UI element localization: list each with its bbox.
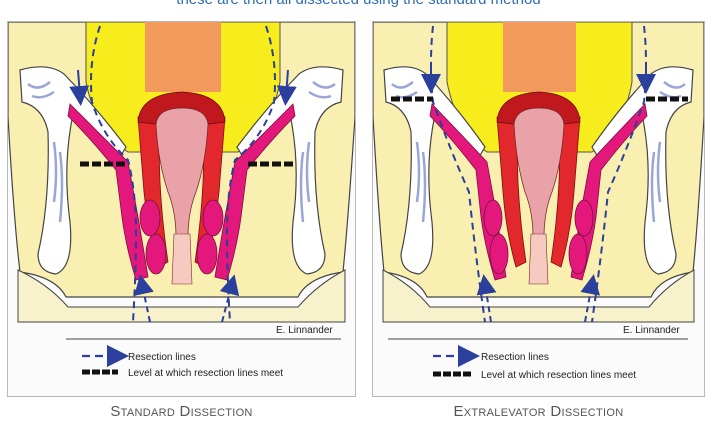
legend-meeting-label: Level at which resection lines meet [481,370,636,381]
standard-dissection-panel: E. Linnander Resection lines Level at wh… [7,21,356,397]
artist-signature: E. Linnander [623,325,680,336]
standard-dissection-diagram: E. Linnander Resection lines Level at wh… [8,22,355,396]
legend-meeting-label: Level at which resection lines meet [128,368,283,379]
extralevator-dissection-caption: Extralevator Dissection [372,403,705,420]
colon [145,22,221,92]
legend-resection-label: Resection lines [128,352,196,363]
legend-resection-label: Resection lines [481,352,549,363]
anal-canal [529,234,548,284]
artist-signature: E. Linnander [276,325,333,336]
extralevator-dissection-panel: E. Linnander Resection lines Level at wh… [372,21,705,397]
standard-dissection-caption: Standard Dissection [7,403,356,420]
extralevator-dissection-diagram: E. Linnander Resection lines Level at wh… [373,22,704,396]
anal-canal [172,234,192,284]
colon [503,22,576,92]
top-caption: these are then all dissected using the s… [0,0,717,8]
